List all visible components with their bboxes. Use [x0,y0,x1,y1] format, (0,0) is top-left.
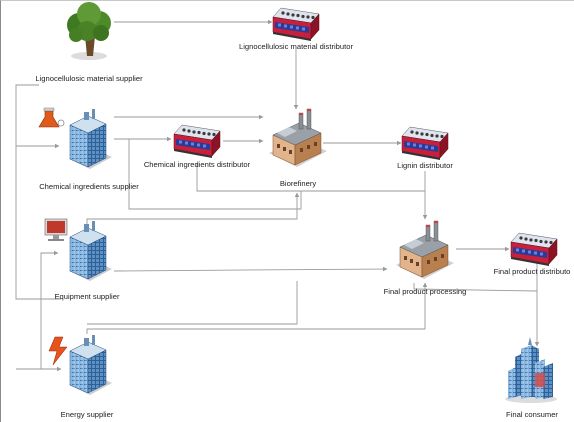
factory-icon [268,108,328,168]
node-equipment-supplier[interactable]: Equipment supplier [44,218,120,301]
node-final-consumer[interactable]: Final consumer [505,337,558,419]
distributor-truck-icon [272,7,320,42]
lightning-icon [48,336,68,366]
node-label: Lignocellulosic material distributor [239,42,353,51]
connector-line [413,283,538,292]
factory-icon [395,220,455,280]
office-building-icon [68,108,113,170]
connector-line [113,266,388,272]
connector-line [40,250,59,269]
connector-line [15,84,61,300]
connector-line [87,281,298,325]
connector-line [196,163,425,192]
node-label: Final product distributo [494,267,571,276]
node-label: Final consumer [506,410,558,419]
node-chemical-distributor[interactable]: Chemical ingredients distributor [144,124,251,169]
node-label: Lignin distributor [397,161,453,170]
connectors [15,19,540,372]
node-label: Chemical ingredients supplier [39,182,139,191]
node-chemical-supplier[interactable]: Chemical ingredients supplier [38,107,139,191]
flask-icon [38,107,65,128]
node-final-product-processing[interactable]: Final product processing [384,220,467,296]
node-label: Chemical ingredients distributor [144,160,251,169]
office-building-icon [68,334,113,396]
node-label: Equipment supplier [54,292,119,301]
connector-line [86,192,300,229]
node-label: Final product processing [384,287,467,296]
connector-line [86,282,428,334]
node-final-product-distributor[interactable]: Final product distributo [494,232,571,276]
office-building-icon [68,220,113,282]
computer-monitor-icon [44,218,68,241]
connector-line [128,139,302,210]
node-lignocellulosic-supplier[interactable]: Lignocellulosic material supplier [35,2,143,83]
tree-icon [67,2,111,60]
node-lignin-distributor[interactable]: Lignin distributor [397,126,453,170]
node-lignocellulosic-distributor[interactable]: Lignocellulosic material distributor [239,7,353,51]
node-biorefinery[interactable]: Biorefinery [268,108,328,188]
node-label: Lignocellulosic material supplier [35,74,143,83]
city-skyline-icon [505,337,557,403]
distributor-truck-icon [510,232,558,267]
distributor-truck-icon [173,124,221,159]
node-label: Energy supplier [61,410,114,419]
distributor-truck-icon [401,126,449,161]
node-energy-supplier[interactable]: Energy supplier [48,334,114,419]
node-label: Biorefinery [280,179,316,188]
